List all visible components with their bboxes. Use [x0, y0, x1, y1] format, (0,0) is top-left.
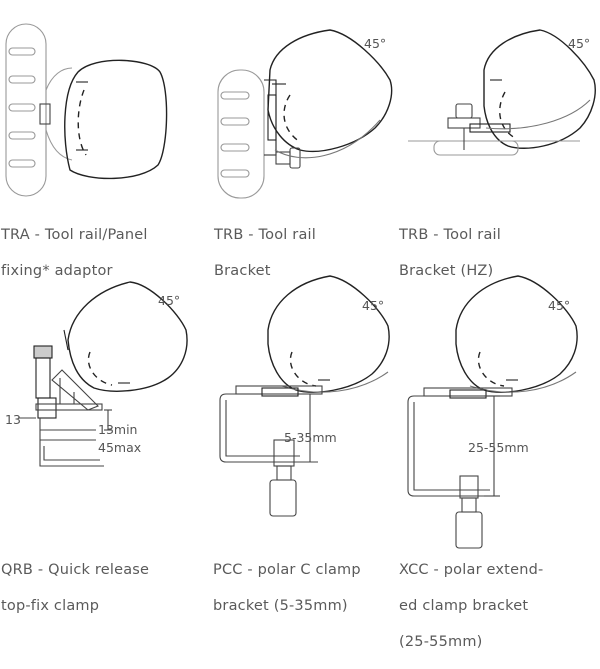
qrb-knob: [33, 345, 53, 359]
tra-lamp-head: [64, 59, 168, 180]
trb-hz-diagram: [408, 29, 596, 156]
xcc-top-plate: [423, 387, 513, 397]
pcc-caption-line-2: bracket (5-35mm): [213, 598, 348, 614]
diagram-canvas: 13 13min 45max 5-35mm 25-55mm: [5, 23, 596, 549]
trb-lamp-inner: [283, 94, 301, 143]
qrb-caption-line-2: top-fix clamp: [1, 598, 100, 614]
tra-tool-rail: [5, 23, 47, 197]
trb-hz-base: [433, 140, 519, 156]
tra-caption-line-2: fixing* adaptor: [1, 263, 113, 279]
trb-lamp-head: [267, 29, 393, 153]
qrb-diagram: 13 13min 45max: [5, 281, 188, 467]
trb-hz-caption-line-2: Bracket (HZ): [399, 263, 494, 279]
pcc-angle-label: 45°: [362, 298, 384, 313]
pcc-screw-knob: [269, 479, 297, 517]
pcc-top-plate: [235, 385, 323, 395]
tra-lamp-inner: [77, 89, 87, 156]
xcc-caption-line-2: ed clamp bracket: [399, 598, 529, 614]
qrb-arm: [51, 369, 99, 411]
xcc-diagram: 25-55mm: [407, 275, 578, 549]
trb-hz-lamp-inner: [499, 91, 516, 139]
tra-caption-line-1: TRA - Tool rail/Panel: [1, 227, 148, 243]
xcc-screw: [459, 475, 479, 499]
qrb-clamp-bar: [35, 403, 103, 411]
xcc-extended-clamp: [407, 395, 490, 497]
pcc-dim-range: 5-35mm: [284, 430, 337, 445]
tra-bracket-arm: [45, 67, 73, 161]
trb-angle-label: 45°: [364, 36, 386, 51]
xcc-dim-range: 25-55mm: [468, 440, 529, 455]
trb-hz-knob: [455, 103, 473, 119]
qrb-lamp-head: [67, 281, 188, 392]
tra-fixing-block: [39, 103, 51, 125]
tra-diagram: [5, 23, 168, 197]
qrb-lamp-inner: [87, 351, 113, 386]
qrb-dim-13min: 13min: [98, 422, 137, 437]
trb-hz-caption: TRB - Tool rail Bracket (HZ): [399, 208, 501, 298]
xcc-caption-line-3: (25-55mm): [399, 634, 483, 650]
xcc-caption-line-1: XCC - polar extend-: [399, 562, 544, 578]
trb-hz-lamp-head: [483, 29, 596, 149]
pcc-lamp-inner: [289, 351, 317, 387]
trb-tool-rail: [217, 69, 265, 199]
pcc-diagram: 5-35mm: [219, 275, 390, 517]
qrb-dim-13: 13: [5, 412, 21, 427]
tra-caption: TRA - Tool rail/Panel fixing* adaptor: [1, 208, 148, 298]
trb-caption-line-2: Bracket: [214, 263, 271, 279]
pcc-c-clamp: [219, 393, 300, 463]
trb-caption-line-1: TRB - Tool rail: [214, 227, 317, 243]
xcc-angle-label: 45°: [548, 298, 570, 313]
pcc-caption-line-1: PCC - polar C clamp: [213, 562, 361, 578]
xcc-caption: XCC - polar extend- ed clamp bracket (25…: [399, 543, 543, 669]
pcc-caption: PCC - polar C clamp bracket (5-35mm): [213, 543, 361, 633]
xcc-screw-knob: [455, 511, 483, 549]
qrb-caption: QRB - Quick release top-fix clamp: [1, 543, 149, 633]
qrb-caption-line-1: QRB - Quick release: [1, 562, 150, 578]
trb-hz-angle-label: 45°: [568, 36, 590, 51]
qrb-clamp: [39, 418, 104, 467]
qrb-angle-label: 45°: [158, 293, 180, 308]
xcc-lamp-inner: [477, 351, 505, 387]
trb-diagram: [217, 29, 393, 199]
trb-caption: TRB - Tool rail Bracket: [214, 208, 316, 298]
qrb-dim-45max: 45max: [98, 440, 141, 455]
trb-hz-caption-line-1: TRB - Tool rail: [399, 227, 502, 243]
